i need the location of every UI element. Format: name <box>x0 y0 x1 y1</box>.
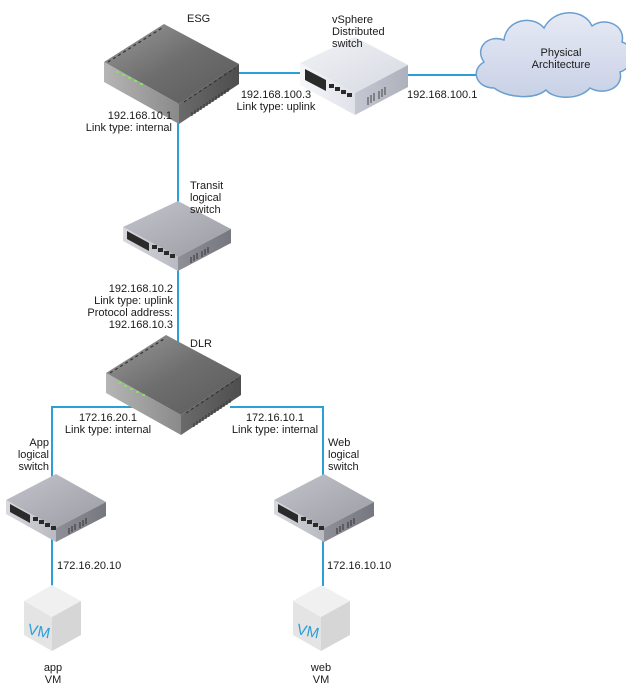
app-vm-label: app VM <box>33 662 73 686</box>
web-switch-label: Web logical switch <box>328 437 359 473</box>
app-logical-switch-icon[interactable] <box>6 474 106 542</box>
physical-label-line: Physical <box>540 47 582 59</box>
link-label-line: 192.168.10.2 <box>108 283 173 295</box>
vds-physical-link-label: 192.168.100.1 <box>407 89 477 101</box>
link-label-line: 172.16.10.10 <box>327 560 392 572</box>
link-label-line: Link type: internal <box>85 122 172 134</box>
web-switch-label-line: Web <box>328 437 351 449</box>
transit-label-line: Transit <box>190 180 224 192</box>
link-label-line: 192.168.100.3 <box>240 89 312 101</box>
app-switch-label-line: logical <box>17 449 49 461</box>
web-vm-icon[interactable]: VM <box>293 585 350 651</box>
transit-dlr-link-label: 192.168.10.2 Link type: uplink Protocol … <box>60 283 173 331</box>
link-label-line: Link type: internal <box>64 424 152 436</box>
link-dlr-web <box>230 406 324 478</box>
esg-vds-link-label: 192.168.100.3 Link type: uplink <box>226 89 326 113</box>
link-label-line: Link type: uplink <box>94 295 173 307</box>
physical-label-line: Architecture <box>531 59 591 71</box>
app-switch-label-line: App <box>29 437 49 449</box>
web-switch-label-line: logical <box>328 449 360 461</box>
web-vm-label-line: VM <box>312 674 330 686</box>
web-vm-label: web VM <box>301 662 341 686</box>
vds-label-line: Distributed <box>332 26 385 38</box>
app-vm-link-label: 172.16.20.10 <box>57 560 121 572</box>
dlr-app-link-label: 172.16.20.1 Link type: internal <box>58 412 158 436</box>
link-label-line: Link type: uplink <box>236 101 316 113</box>
link-dlr-app <box>51 406 165 478</box>
vds-label: vSphere Distributed switch <box>332 14 385 50</box>
physical-architecture-label: Physical Architecture <box>521 47 601 71</box>
dlr-label: DLR <box>190 338 212 350</box>
app-switch-label: App logical switch <box>0 437 49 473</box>
link-label-line: Protocol address: <box>87 307 173 319</box>
link-label-line: 192.168.100.1 <box>407 89 478 101</box>
esg-transit-link-label: 192.168.10.1 Link type: internal <box>60 110 172 134</box>
vds-label-line: vSphere <box>332 14 373 26</box>
link-label-line: Link type: internal <box>231 424 319 436</box>
web-vm-label-line: web <box>310 662 332 674</box>
physical-architecture-cloud-icon[interactable] <box>475 12 626 98</box>
esg-label: ESG <box>187 13 210 25</box>
web-vm-icon-text: VM <box>295 621 321 642</box>
dlr-label-text: DLR <box>190 338 213 350</box>
app-vm-icon[interactable]: VM <box>24 585 81 651</box>
dlr-router-icon[interactable] <box>106 335 241 435</box>
web-logical-switch-icon[interactable] <box>274 474 374 542</box>
app-vm-icon-text: VM <box>26 621 52 642</box>
link-label-line: 172.16.10.1 <box>245 412 305 424</box>
transit-switch-label: Transit logical switch <box>190 180 223 216</box>
transit-label-line: switch <box>190 204 221 216</box>
link-label-line: 192.168.10.3 <box>108 319 173 331</box>
transit-logical-switch-icon[interactable] <box>123 201 231 271</box>
dlr-web-link-label: 172.16.10.1 Link type: internal <box>225 412 325 436</box>
app-vm-label-line: app <box>43 662 63 674</box>
vsphere-distributed-switch-icon[interactable] <box>300 37 408 115</box>
app-switch-label-line: switch <box>18 461 49 473</box>
link-label-line: 192.168.10.1 <box>107 110 172 122</box>
app-vm-label-line: VM <box>44 674 62 686</box>
vds-label-line: switch <box>332 38 363 50</box>
web-switch-label-line: switch <box>328 461 359 473</box>
esg-router-icon[interactable] <box>104 24 239 124</box>
link-label-line: 172.16.20.10 <box>57 560 122 572</box>
transit-label-line: logical <box>190 192 222 204</box>
esg-label-text: ESG <box>187 13 211 25</box>
link-label-line: 172.16.20.1 <box>78 412 138 424</box>
web-vm-link-label: 172.16.10.10 <box>327 560 391 572</box>
